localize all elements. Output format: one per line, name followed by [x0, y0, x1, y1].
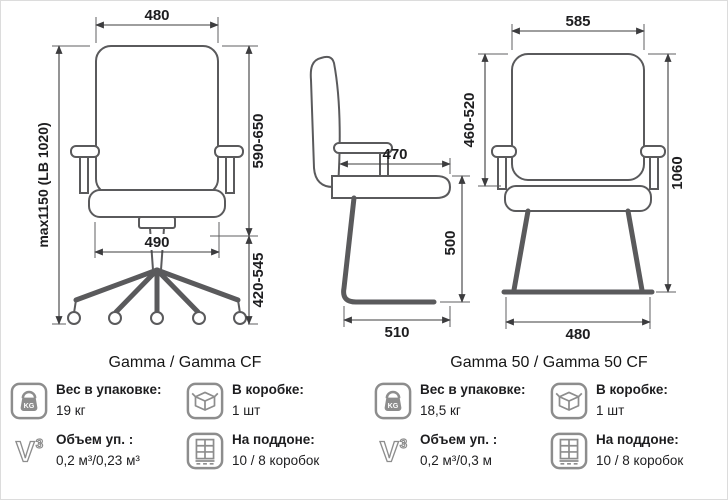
product-title: Gamma / Gamma CF	[108, 354, 262, 371]
dim-cf-overall-height: 1060	[669, 156, 686, 189]
dim-side-seat-depth: 470	[382, 146, 407, 163]
dim-front-overall-height: max1150 (LB 1020)	[35, 122, 51, 247]
spec-pallet: На поддоне: 10 / 8 коробок	[550, 432, 724, 470]
product-block-gamma50: Gamma 50 / Gamma 50 CF Вес в упаковке: 1…	[364, 352, 728, 470]
spec-volume: Объем уп. : 0,2 м³/0,3 м	[374, 432, 550, 470]
spec-label: Вес в упаковке:	[420, 382, 526, 397]
spec-box-count: В коробке: 1 шт	[186, 382, 360, 420]
spec-value: 10 / 8 коробок	[232, 452, 320, 468]
box-icon	[550, 382, 588, 420]
office-chair-dimensions: 480 max1150 (LB 1020) 590-650 420-545 49…	[35, 7, 267, 325]
office-chair-front-view	[67, 45, 247, 325]
pallet-icon	[550, 432, 588, 470]
dim-side-base-depth: 510	[384, 324, 409, 341]
caster-wheel	[233, 311, 247, 325]
caster-wheel	[192, 311, 206, 325]
caster-wheel	[150, 311, 164, 325]
spec-label: Вес в упаковке:	[56, 382, 162, 397]
product-block-gamma: Gamma / Gamma CF Вес в упаковке: 19 кг В…	[0, 352, 364, 470]
spec-value: 0,2 м³/0,3 м	[420, 452, 492, 468]
chair-side-view	[309, 55, 452, 305]
caster-wheel	[108, 311, 122, 325]
spec-label: В коробке:	[232, 382, 304, 397]
dim-cf-back-height: 460-520	[461, 92, 478, 147]
spec-volume: Объем уп. : 0,2 м³/0,23 м³	[10, 432, 186, 470]
spec-label: На поддоне:	[232, 432, 315, 447]
cantilever-chair-front-view	[491, 53, 666, 295]
spec-label: В коробке:	[596, 382, 668, 397]
spec-value: 19 кг	[56, 402, 86, 418]
side-view-dimensions: 470 500 510	[339, 146, 470, 341]
caster-wheel	[67, 311, 81, 325]
dim-cf-top-width: 585	[565, 13, 590, 30]
spec-label: Объем уп. :	[420, 432, 498, 447]
dim-side-seat-height: 500	[442, 230, 459, 255]
spec-weight: Вес в упаковке: 18,5 кг	[374, 382, 550, 420]
pallet-icon	[186, 432, 224, 470]
spec-pallet: На поддоне: 10 / 8 коробок	[186, 432, 360, 470]
weight-kg-icon	[10, 382, 48, 420]
dim-front-back-height: 590-650	[250, 113, 267, 168]
spec-grid: Вес в упаковке: 18,5 кг В коробке: 1 шт …	[374, 382, 724, 470]
box-icon	[186, 382, 224, 420]
cantilever-dimensions: 585 460-520 1060 480	[461, 13, 686, 343]
spec-value: 10 / 8 коробок	[596, 452, 684, 468]
chair-dimension-drawing: 480 max1150 (LB 1020) 590-650 420-545 49…	[35, 7, 686, 343]
weight-kg-icon	[374, 382, 412, 420]
spec-box-count: В коробке: 1 шт	[550, 382, 724, 420]
spec-weight: Вес в упаковке: 19 кг	[10, 382, 186, 420]
dim-front-top-width: 480	[144, 7, 169, 24]
spec-label: На поддоне:	[596, 432, 679, 447]
product-title: Gamma 50 / Gamma 50 CF	[450, 354, 648, 371]
volume-v3-icon	[374, 432, 412, 470]
dim-cf-base-width: 480	[565, 326, 590, 343]
spec-value: 18,5 кг	[420, 402, 461, 418]
spec-value: 0,2 м³/0,23 м³	[56, 452, 140, 468]
spec-label: Объем уп. :	[56, 432, 134, 447]
spec-value: 1 шт	[232, 402, 261, 418]
volume-v3-icon	[10, 432, 48, 470]
dim-front-seat-height: 420-545	[250, 252, 267, 307]
dim-front-seat-width: 490	[144, 234, 169, 251]
product-info-section: Gamma / Gamma CF Вес в упаковке: 19 кг В…	[0, 350, 728, 470]
spec-grid: Вес в упаковке: 19 кг В коробке: 1 шт Об…	[10, 382, 360, 470]
spec-value: 1 шт	[596, 402, 625, 418]
